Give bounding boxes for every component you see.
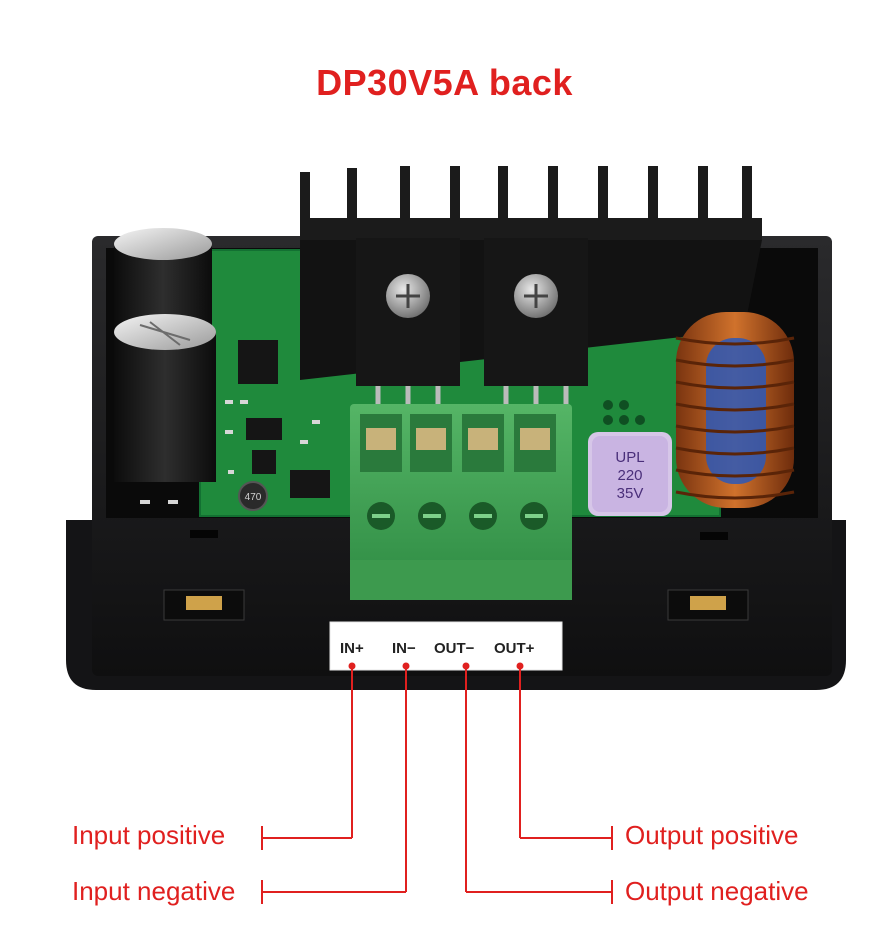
callout-input-negative: Input negative: [72, 876, 236, 906]
power-transistor-right: [484, 238, 588, 406]
toroidal-inductor: [675, 312, 795, 508]
cap-brand: UPL: [615, 449, 644, 466]
terminal-label-in-pos: IN+: [340, 640, 364, 657]
terminal-label-strip: [329, 621, 563, 671]
callout-input-positive: Input positive: [72, 820, 226, 850]
power-transistor-left: [356, 238, 460, 406]
callout-output-positive: Output positive: [625, 820, 799, 850]
terminal-label-out-neg: OUT−: [434, 640, 475, 657]
inductor-marking: 470: [245, 492, 262, 503]
terminal-label-in-neg: IN−: [392, 640, 416, 657]
cap-value: 220: [617, 467, 642, 484]
terminal-label-out-pos: OUT+: [494, 640, 535, 657]
electrolytic-capacitor-bottom: [114, 314, 216, 482]
mosfet-q3: [238, 340, 278, 384]
page-title: DP30V5A back: [316, 62, 573, 103]
terminal-block: [350, 404, 572, 600]
purple-capacitor: [588, 432, 672, 516]
inductor-470: [238, 481, 268, 511]
callout-output-negative: Output negative: [625, 876, 809, 906]
callout-lines: [261, 666, 613, 904]
cap-voltage: 35V: [617, 485, 644, 502]
